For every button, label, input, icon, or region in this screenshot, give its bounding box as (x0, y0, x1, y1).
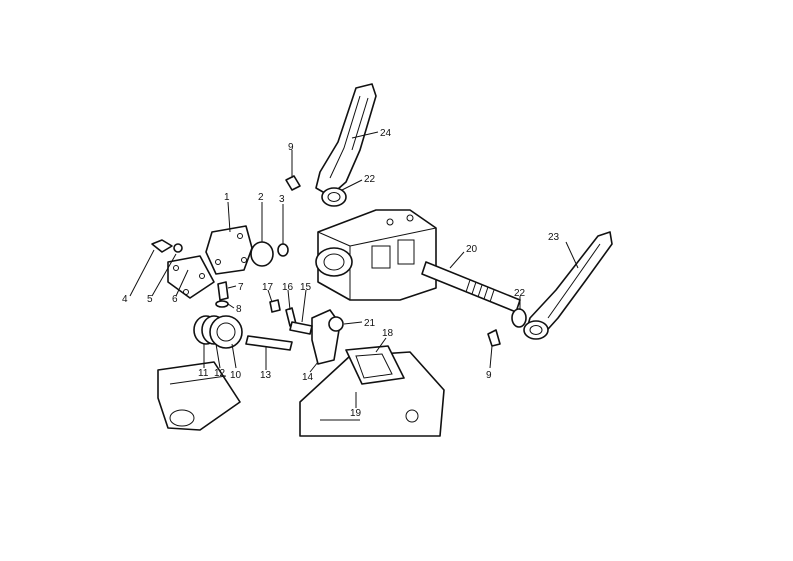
callout-22-lower: 22 (514, 288, 526, 299)
callout-6: 6 (172, 294, 178, 305)
callout-8: 8 (236, 304, 242, 315)
callout-1: 1 (224, 192, 230, 203)
callout-14: 14 (302, 372, 314, 383)
callout-18: 18 (382, 328, 394, 339)
callout-3: 3 (279, 194, 285, 205)
callout-labels: 1 2 3 4 5 6 7 8 9 9 10 11 12 13 14 15 16… (122, 128, 560, 419)
callout-20: 20 (466, 244, 478, 255)
callout-22-upper: 22 (364, 174, 376, 185)
callout-2: 2 (258, 192, 264, 203)
gasket (167, 255, 215, 299)
piston-assembly (193, 315, 243, 349)
lift-housing (315, 209, 437, 301)
callout-9-lower: 9 (486, 370, 492, 381)
callout-17: 17 (262, 282, 274, 293)
callout-24: 24 (380, 128, 392, 139)
pin (289, 321, 313, 335)
seal-nut (277, 243, 289, 257)
callout-10: 10 (230, 370, 242, 381)
cross-shaft (421, 261, 527, 328)
lift-arm-upper (315, 83, 377, 207)
callout-5: 5 (147, 294, 153, 305)
leader-lines (129, 131, 579, 408)
callout-23: 23 (548, 232, 560, 243)
callout-15: 15 (300, 282, 312, 293)
piston-rod (245, 335, 293, 351)
callout-9-upper: 9 (288, 142, 294, 153)
callout-13: 13 (260, 370, 272, 381)
callout-19: 19 (350, 408, 362, 419)
callout-4: 4 (122, 294, 128, 305)
o-ring (250, 241, 274, 267)
callout-16: 16 (282, 282, 294, 293)
lower-casing-right (299, 345, 445, 437)
callout-7: 7 (238, 282, 244, 293)
cover-plate (205, 225, 253, 275)
callout-21: 21 (364, 318, 376, 329)
lower-casing-left (157, 361, 241, 431)
callout-11: 11 (198, 368, 209, 379)
control-arm (311, 309, 344, 365)
lift-arm-lower (523, 231, 613, 340)
callout-12: 12 (214, 368, 226, 379)
